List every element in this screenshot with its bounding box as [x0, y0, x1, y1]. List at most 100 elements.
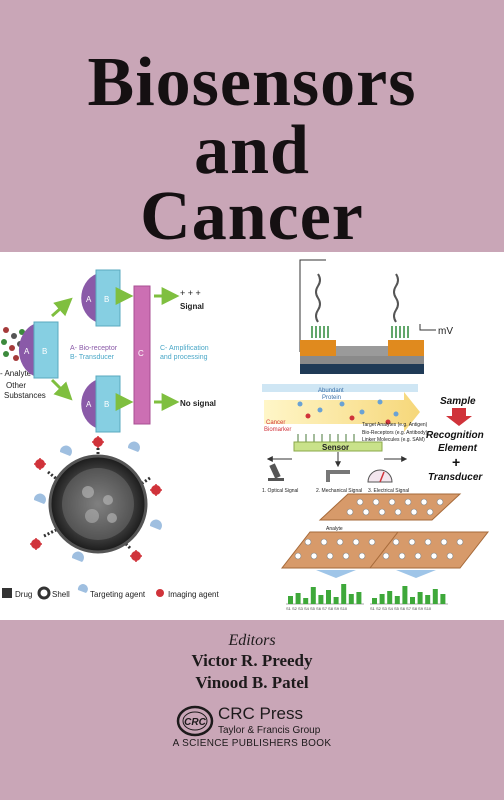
bar	[402, 586, 408, 604]
editors-label: Editors	[228, 632, 276, 649]
bioreceptor-upper	[81, 274, 96, 322]
label-bio-receptors: Bio-Receptors (e.g. Antibody)	[362, 430, 428, 436]
down-arrow-left	[316, 570, 356, 578]
electrode-right	[388, 340, 424, 356]
label-other: Other	[6, 381, 26, 390]
label-signal: Signal	[180, 302, 204, 311]
legend-imaging: Imaging agent	[168, 590, 219, 599]
sample-recognition-flow: Sample Recognition Element + Transducer	[426, 396, 484, 483]
red-down-arrow	[446, 408, 472, 426]
editors-block: Editors Victor R. Preedy Vinood B. Patel	[0, 632, 504, 694]
publisher-name: CRC Press	[218, 704, 304, 723]
legend-amplification: C- Amplification	[160, 345, 209, 352]
sensor-bar	[293, 441, 383, 452]
bar	[295, 593, 301, 604]
legend-bioreceptor: A- Bio-receptor	[70, 345, 118, 352]
arrow-down	[50, 378, 73, 401]
nanowire	[336, 346, 388, 356]
meter-icon	[367, 469, 393, 483]
editor-name-2: Vinood B. Patel	[195, 673, 309, 692]
bioreceptor-center	[18, 324, 34, 376]
transducer-center	[33, 321, 59, 379]
label-electrical: 3. Electrical Signal	[368, 488, 409, 494]
bar	[440, 594, 446, 604]
signal-marks: + + +	[180, 288, 201, 298]
title-line-1: Biosensors	[87, 44, 417, 121]
box-a-lower: A	[86, 400, 92, 409]
bar	[372, 598, 377, 604]
down-arrow-right	[396, 570, 436, 578]
box-b-center: B	[42, 347, 47, 356]
bar	[394, 596, 400, 604]
analyte-dots	[1, 327, 25, 361]
targeting-agent-icon	[59, 445, 72, 456]
biomarker-sensing: Abundant Protein Cancer Biomarker Target…	[262, 384, 428, 494]
bar	[333, 597, 339, 604]
label-recognition: Recognition	[426, 430, 484, 441]
bioreceptor-lower	[81, 380, 96, 428]
box-b-upper: B	[104, 295, 109, 304]
label-biomarker: Biomarker	[264, 427, 291, 433]
targeting-agent-icon	[71, 551, 84, 562]
nanoparticle-diagram: Drug Shell Targeting agent Imaging agent	[2, 436, 219, 600]
bar	[417, 592, 423, 604]
bar	[432, 589, 438, 604]
arrow-up	[51, 297, 73, 318]
publisher-group: Taylor & Francis Group	[218, 725, 321, 736]
label-linker: Linker Molecules (e.g. SAM)	[362, 437, 425, 443]
label-mechanical: 2. Mechanical Signal	[316, 488, 362, 494]
bar	[410, 597, 415, 604]
crc-logo-icon: CRC	[176, 705, 214, 737]
label-abundant: Abundant	[318, 388, 344, 394]
targeting-agent-icon	[127, 441, 140, 452]
label-protein: Protein	[322, 395, 341, 401]
label-analyte: - Analyte	[0, 369, 32, 378]
svg-text:CRC: CRC	[184, 717, 206, 728]
legend-transducer: B- Transducer	[70, 354, 115, 361]
box-a-center: A	[24, 347, 30, 356]
bar-axis-left: S1 S2 S3 S4 S5 S6 S7 S8 S9 S10	[286, 606, 348, 611]
label-transducer: Transducer	[428, 472, 483, 483]
label-element: Element	[438, 443, 478, 454]
bar	[425, 595, 431, 604]
label-array-analyte: Analyte	[326, 526, 343, 532]
label-no-signal: No signal	[180, 399, 216, 408]
legend-drug: Drug	[15, 590, 32, 599]
bar	[303, 598, 309, 604]
label-plus: +	[452, 454, 460, 470]
label-optical: 1. Optical Signal	[262, 488, 298, 494]
title-line-2: and	[194, 112, 310, 189]
label-substances: Substances	[4, 391, 46, 400]
title-line-3: Cancer	[140, 178, 364, 255]
microscope-icon	[268, 463, 284, 481]
editor-name-1: Victor R. Preedy	[191, 651, 313, 670]
legend-shell: Shell	[52, 590, 70, 599]
box-c: C	[138, 349, 144, 358]
targeting-agent-icon	[149, 519, 162, 530]
shell-icon	[37, 586, 51, 600]
bar-chart-right	[370, 586, 448, 605]
bar	[387, 591, 393, 604]
drug-icon	[2, 588, 12, 598]
bar	[341, 584, 347, 604]
cantilever-icon	[326, 470, 350, 482]
bar-chart-left	[286, 584, 364, 605]
legend-processing: and processing	[160, 354, 208, 361]
label-sensor: Sensor	[322, 443, 349, 452]
bar	[288, 596, 293, 604]
box-a-upper: A	[86, 295, 92, 304]
bar	[326, 590, 331, 604]
biosensor-schematic: - Analyte Other Substances A B A B A B	[0, 269, 216, 433]
electrode-left	[300, 340, 336, 356]
bar	[379, 594, 385, 604]
bar	[356, 592, 362, 604]
cover-illustration-band: - Analyte Other Substances A B A B A B	[0, 252, 504, 620]
targeting-agent-icon	[33, 493, 46, 504]
bar	[348, 594, 354, 604]
bar	[310, 587, 316, 604]
label-target-analytes: Target Analytes (e.g. Antigen)	[362, 422, 428, 428]
publisher-logo: CRC CRC Press Taylor & Francis Group	[176, 702, 346, 744]
amplifier-box	[133, 285, 151, 425]
label-mv: mV	[438, 326, 453, 337]
label-cancer: Cancer	[266, 420, 285, 426]
